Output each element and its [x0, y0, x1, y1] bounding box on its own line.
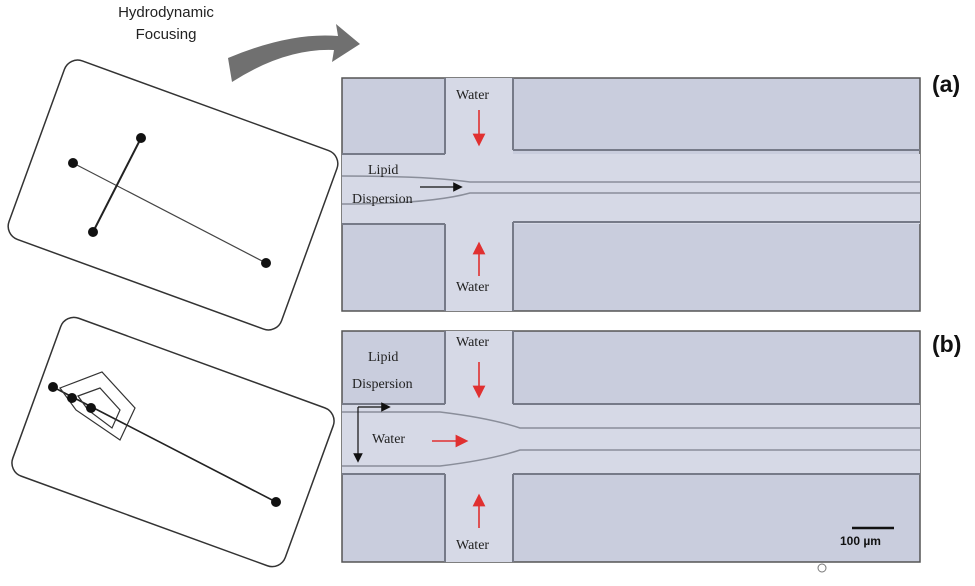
- panel-label-b: (b): [932, 331, 962, 357]
- label-b-water-top: Water: [456, 335, 490, 350]
- label-b-lipid-line1: Lipid: [368, 350, 399, 365]
- label-b-water-side: Water: [372, 432, 406, 447]
- label-a-water-top: Water: [456, 88, 490, 103]
- scale-bar-label: 100 µm: [840, 534, 881, 548]
- micrograph-b: [341, 330, 921, 563]
- micrograph-a: [341, 77, 921, 312]
- chip-a-schematic: [7, 59, 339, 331]
- label-b-water-bottom: Water: [456, 538, 490, 553]
- label-a-lipid-line2: Dispersion: [352, 192, 413, 207]
- label-a-lipid-line1: Lipid: [368, 163, 399, 178]
- panel-label-a: (a): [932, 71, 961, 97]
- diagram-title: Hydrodynamic Focusing: [96, 2, 236, 46]
- label-a-lipid-dispersion: Lipid: [368, 162, 398, 179]
- label-b-lipid-line2: Dispersion: [352, 377, 413, 392]
- title-line-2: Focusing: [135, 26, 197, 43]
- curved-arrow-icon: [228, 24, 360, 82]
- label-a-water-bottom: Water: [456, 280, 490, 295]
- chip-b-schematic: [11, 316, 335, 568]
- title-line-1: Hydrodynamic: [118, 4, 214, 21]
